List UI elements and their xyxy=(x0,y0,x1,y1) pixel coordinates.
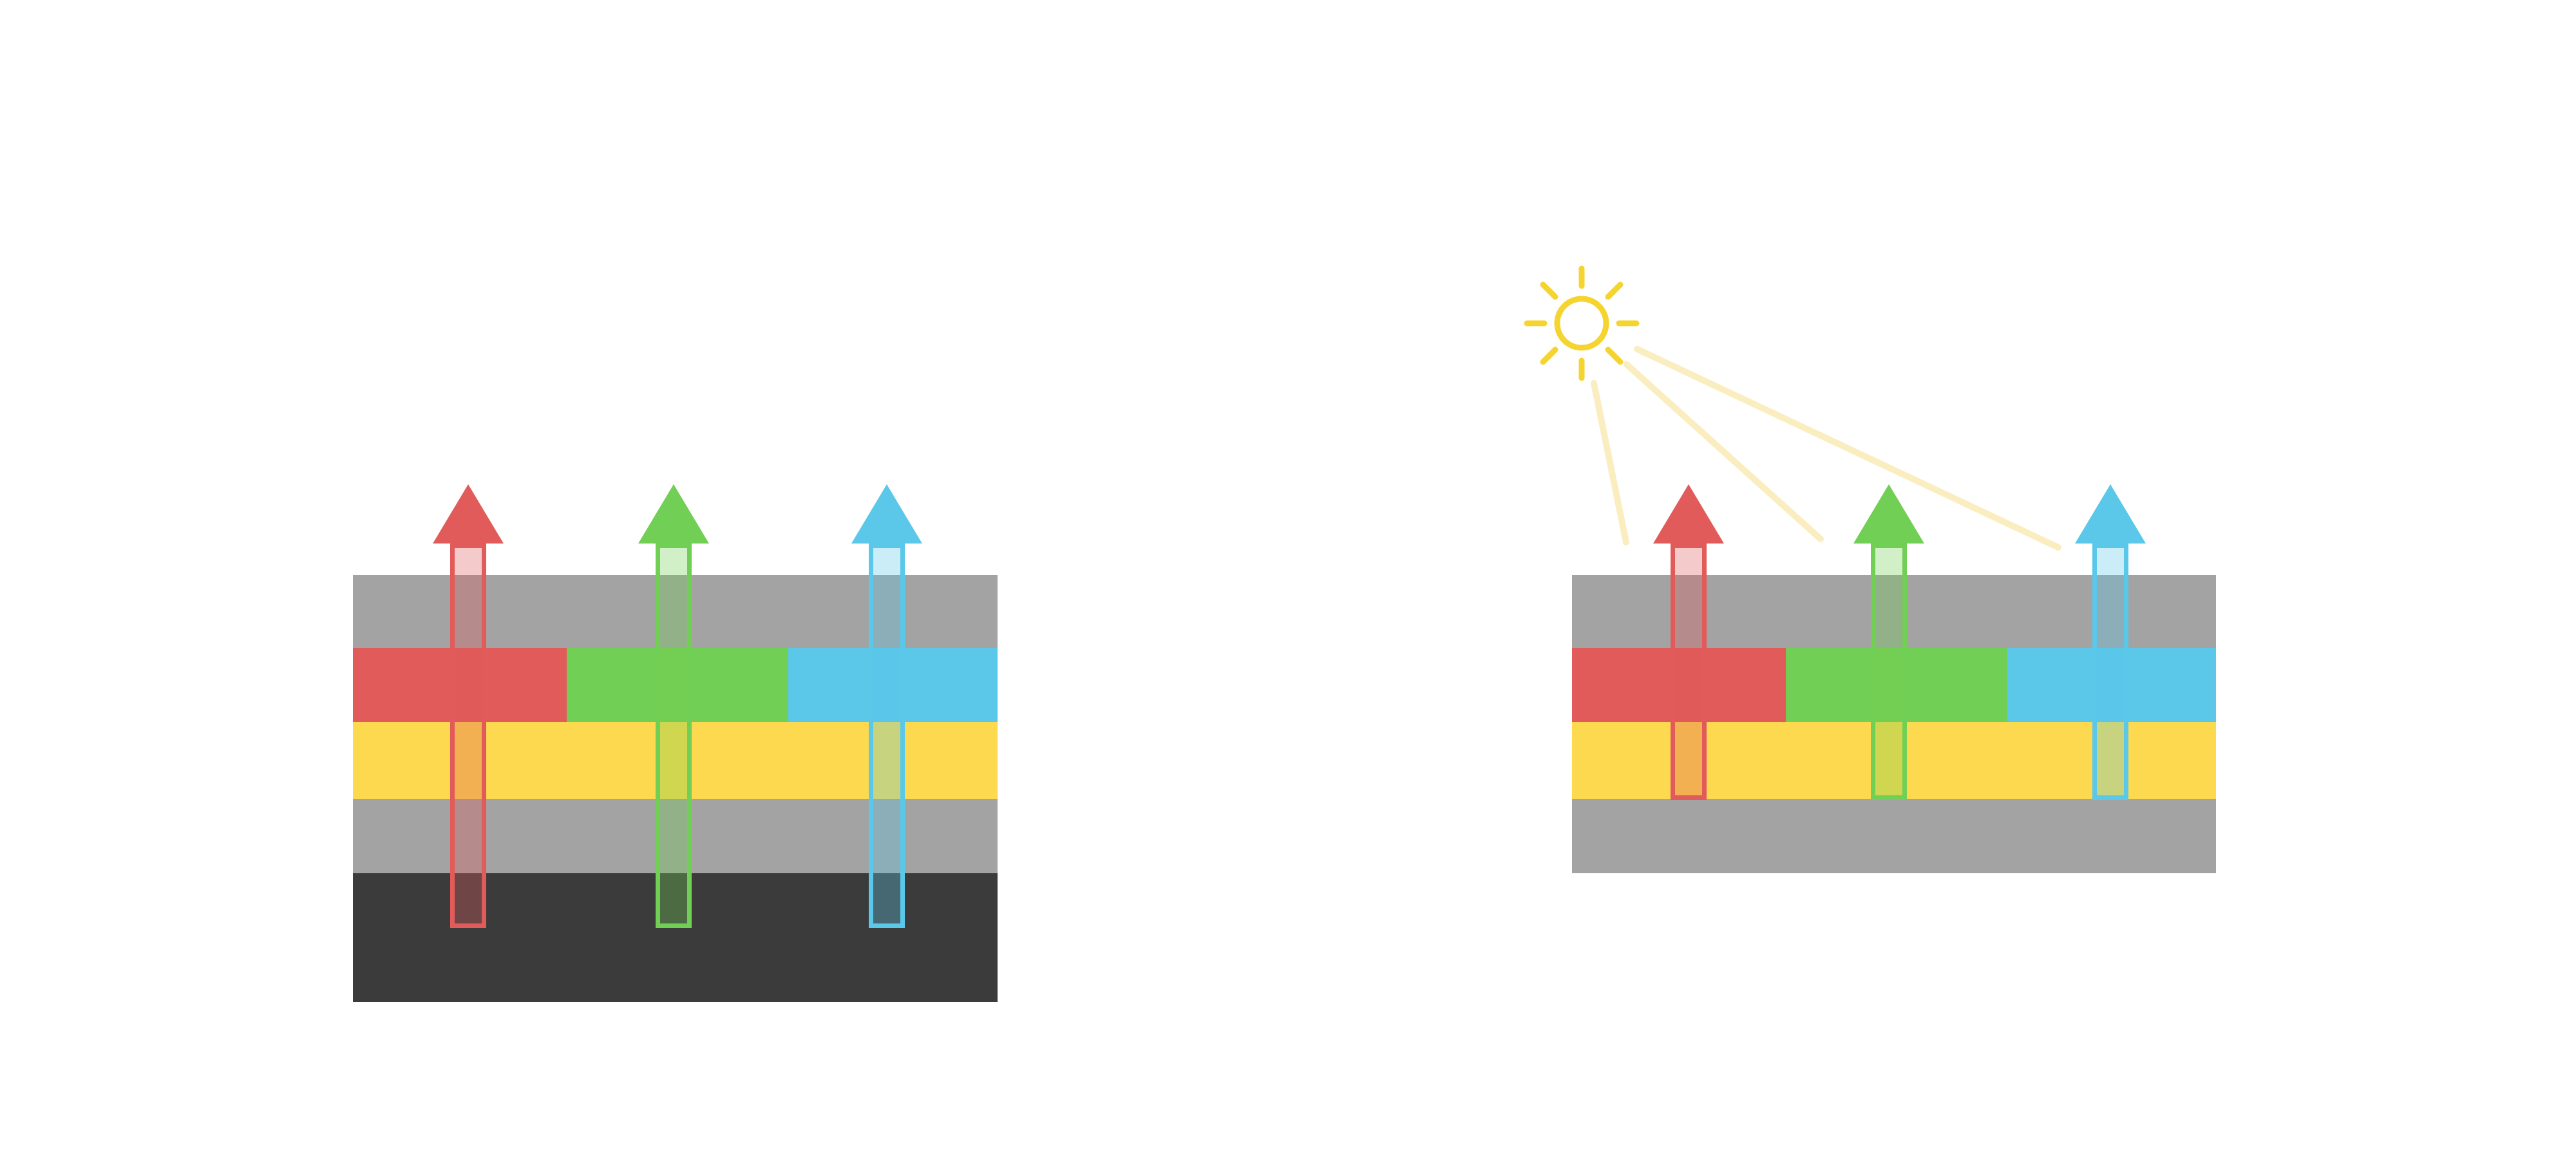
sunlight-beams xyxy=(1591,346,2061,551)
sunlight-beam xyxy=(1624,361,1824,542)
cyan-arrow-tail xyxy=(869,544,905,928)
left-yellow-layer xyxy=(353,722,998,799)
green-arrow-tail xyxy=(656,544,692,928)
sun-disc xyxy=(1554,296,1609,351)
left-green-segment xyxy=(567,648,788,722)
sun-ray xyxy=(1540,281,1558,300)
sunlight-beam xyxy=(1634,346,2061,551)
red-arrow-head-icon xyxy=(433,484,504,544)
right-green-segment xyxy=(1786,648,2007,722)
cyan-arrow-head-icon xyxy=(2075,484,2146,544)
left-red-segment xyxy=(353,648,567,722)
right-bottom-gray-layer xyxy=(1572,799,2216,873)
green-arrow-head-icon xyxy=(1853,484,1924,544)
red-arrow-tail xyxy=(450,544,486,928)
right-yellow-layer xyxy=(1572,722,2216,799)
green-arrow-tail xyxy=(1871,544,1907,800)
green-arrow-head-icon xyxy=(638,484,709,544)
left-cyan-segment xyxy=(788,648,998,722)
right-red-segment xyxy=(1572,648,1786,722)
sun-ray xyxy=(1605,281,1624,300)
right-cyan-segment xyxy=(2007,648,2216,722)
sunlight-beam xyxy=(1591,380,1629,545)
left-dark-backlight-layer xyxy=(353,873,998,1002)
cyan-arrow-head-icon xyxy=(851,484,922,544)
sun-ray xyxy=(1540,346,1558,365)
left-top-gray-layer xyxy=(353,575,998,648)
sun-icon xyxy=(1524,265,1640,381)
cyan-arrow-tail xyxy=(2092,544,2128,800)
red-arrow-tail xyxy=(1671,544,1707,800)
sun-ray xyxy=(1605,346,1624,365)
left-bottom-gray-layer xyxy=(353,799,998,873)
red-arrow-head-icon xyxy=(1653,484,1724,544)
right-top-gray-layer xyxy=(1572,575,2216,648)
